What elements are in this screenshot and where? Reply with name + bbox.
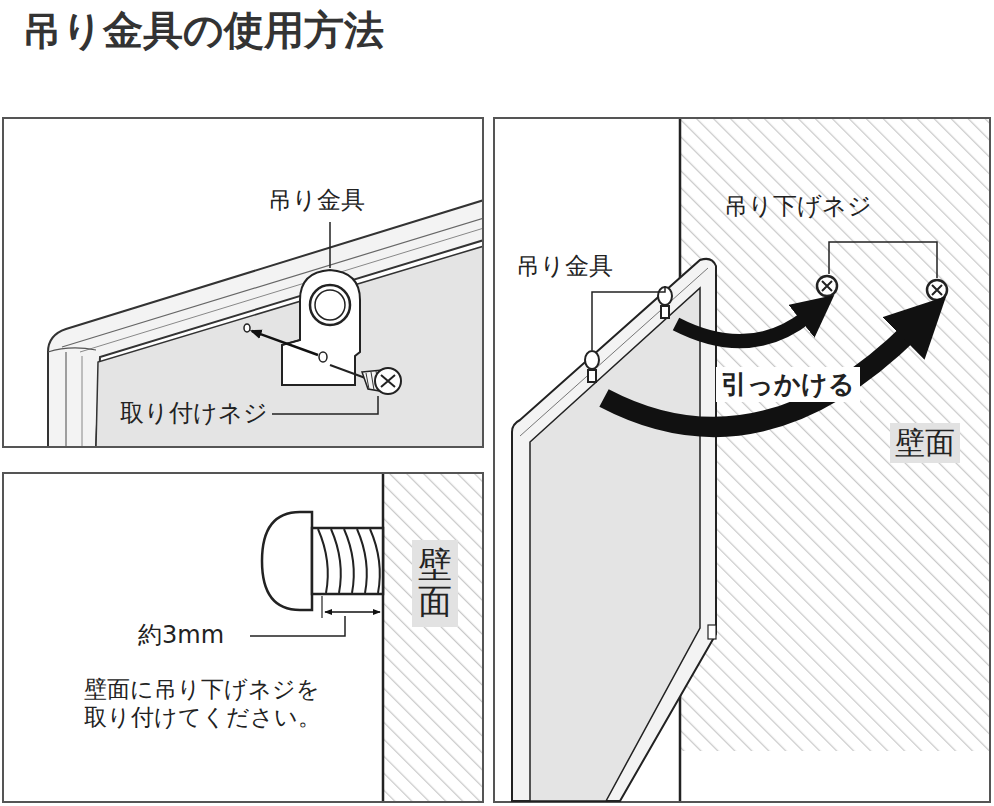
part-label: 取り付けネジ	[120, 399, 268, 428]
instruction-note: 壁面に吊り下げネジを 取り付けてください。	[84, 676, 328, 731]
hanging-bracket	[282, 270, 360, 385]
screw-detail	[250, 474, 482, 801]
panel-frames	[3, 118, 990, 802]
mounting-screw	[330, 365, 401, 394]
wall-label: 壁面	[412, 540, 458, 627]
part-label: 吊り下げネジ	[724, 192, 872, 221]
board-corner	[48, 200, 484, 447]
part-label: 吊り金具	[268, 186, 365, 215]
wall-screws	[817, 276, 947, 300]
hanging-scene	[512, 119, 989, 801]
action-label: 引っかける	[716, 367, 860, 402]
wall-label: 壁面	[890, 423, 960, 463]
board-hooks	[585, 287, 672, 382]
dimension-label: 約3mm	[138, 621, 224, 650]
part-label: 吊り金具	[516, 252, 613, 281]
diagram-title: 吊り金具の使用方法	[22, 6, 384, 54]
